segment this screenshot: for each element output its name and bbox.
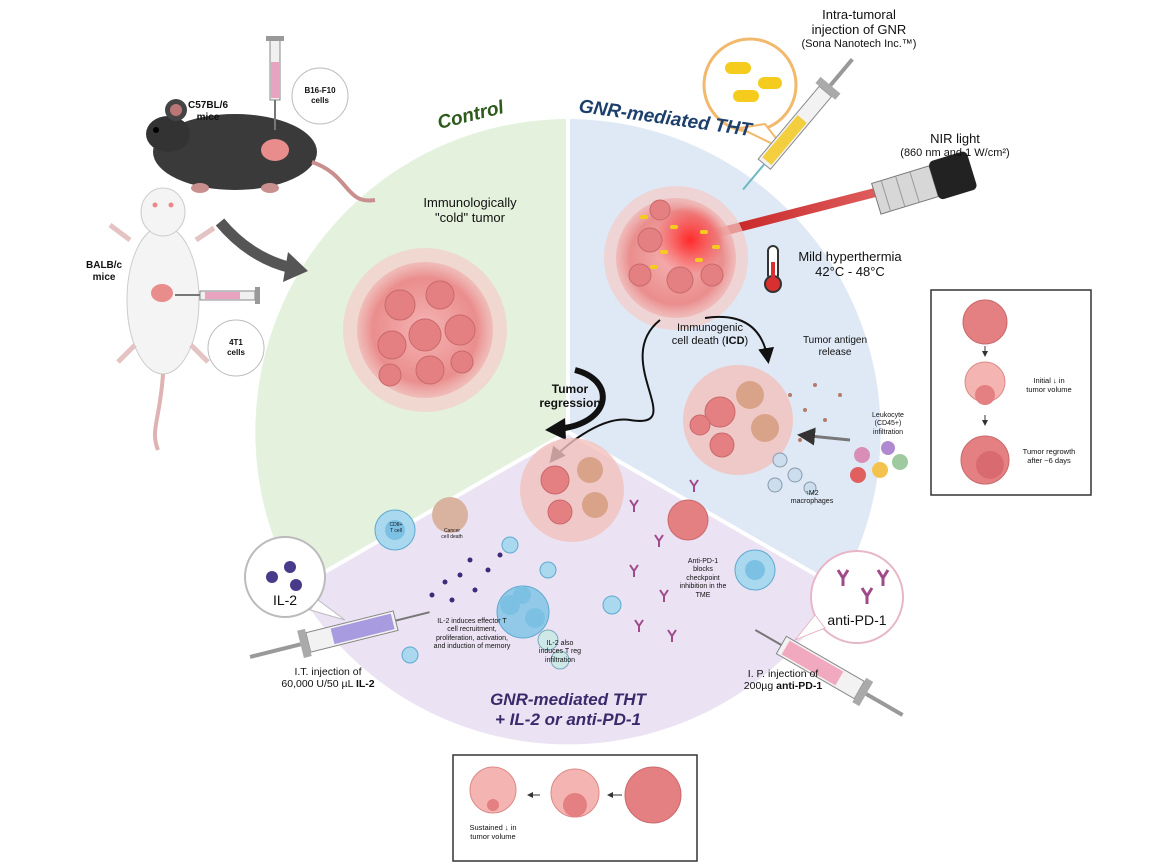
cold-tumor-icon: [343, 248, 507, 412]
regression-arrow-icon: [564, 367, 606, 431]
side-box-frame: [930, 289, 1092, 496]
gnr-syringe-icon: [742, 57, 854, 191]
t41-syringe-icon: [175, 287, 260, 304]
it-line1: I.T. injection of: [294, 666, 362, 678]
combo-title-line2: + IL-2 or anti-PD-1: [495, 709, 641, 729]
regression-line1: Tumor: [551, 382, 589, 396]
combo-tumor-icon: [520, 438, 624, 542]
antipd1-bubble-icon: [793, 550, 904, 644]
white-mouse-icon: [108, 187, 216, 451]
nir-line2: (860 nm and 1 W/cm²): [900, 146, 1010, 159]
m2-label: ↑M2 macrophages: [790, 490, 834, 506]
t41-cells-bubble: [207, 319, 265, 377]
t-cells-icon: [374, 497, 776, 670]
icd-arrow-icon: [704, 315, 774, 364]
ip-line2-bold: anti-PD-1: [776, 680, 823, 693]
antigen-line1: Tumor antigen: [802, 335, 868, 346]
antigen-release-tumor-icon: [683, 365, 908, 495]
antipd1-badge-label: anti-PD-1: [827, 612, 887, 628]
combo-title-line1: GNR-mediated THT: [490, 690, 646, 709]
4t1-cells-label: 4T1 cells: [227, 338, 245, 358]
it-line2-bold: IL-2: [355, 678, 375, 691]
balbc-mice-label: BALB/c mice: [86, 260, 123, 283]
heated-tumor-icon: [604, 186, 748, 330]
mice-arrow-icon: [215, 218, 294, 274]
il2-treg-label: IL-2 also induces T reg infiltration: [538, 640, 582, 664]
il2-particles-icon: [429, 552, 503, 603]
thermometer-icon: [764, 245, 782, 293]
icd-line2-bold: ICD: [725, 334, 745, 347]
icd-line1: Immunogenic: [676, 322, 744, 334]
hyperthermia-label: Mild hyperthermia 42°C - 48°C: [785, 249, 915, 280]
antipd1-syringe-icon: [754, 629, 904, 717]
cancer-death-label: Cancer cell death: [441, 528, 463, 540]
antigen-line2: release: [818, 346, 852, 358]
c57-mice-label: C57BL/6 mice: [188, 100, 229, 123]
il2-syringe-icon: [249, 610, 430, 659]
injection-line2: injection of GNR: [811, 21, 907, 37]
nir-line1: NIR light: [930, 131, 980, 146]
b16-cells-label: B16-F10 cells: [304, 86, 336, 106]
icd-line2-post: ): [744, 334, 749, 347]
antigen-release-label: Tumor antigen release: [790, 335, 880, 358]
sustained-decrease-label: Sustained ↓ in tumor volume: [469, 823, 517, 841]
gnr-bubble-icon: [702, 37, 798, 151]
ip-injection-label: I. P. injection of 200µg anti-PD-1: [728, 668, 838, 692]
regression-label: Tumor regression: [535, 382, 605, 411]
il2-bubble-icon: [244, 536, 346, 621]
leukocyte-label: Leukocyte (CD45+) infiltration: [872, 412, 904, 436]
b16-cells-bubble: [291, 67, 349, 125]
it-line2-pre: 60,000 U/50 µL: [281, 678, 356, 691]
injection-line3: (Sona Nanotech Inc.™): [801, 37, 917, 50]
it-injection-label: I.T. injection of 60,000 U/50 µL IL-2: [268, 666, 388, 690]
icd-label: Immunogenic cell death (ICD): [660, 322, 760, 347]
regrowth-label: Tumor regrowth after ~6 days: [1022, 447, 1076, 465]
combo-title: GNR-mediated THT + IL-2 or anti-PD-1: [468, 690, 668, 729]
ip-line1: I. P. injection of: [747, 668, 819, 680]
antibody-particles-icon: [629, 479, 699, 642]
injection-line1: Intra-tumoral: [822, 7, 896, 22]
side-box-tumors-icon: [960, 299, 1010, 485]
black-mouse-icon: [146, 99, 376, 203]
cold-tumor-line2: "cold" tumor: [435, 209, 505, 225]
gnr-injection-label: Intra-tumoral injection of GNR (Sona Nan…: [784, 7, 934, 51]
antipd1-note-label: Anti-PD-1 blocks checkpoint inhibition i…: [679, 558, 727, 599]
hyperthermia-line2: 42°C - 48°C: [815, 263, 885, 279]
hyperthermia-line1: Mild hyperthermia: [798, 249, 902, 264]
bottom-box-tumors-icon: [469, 766, 682, 824]
il2-badge-label: IL-2: [272, 592, 298, 608]
nir-label: NIR light (860 nm and 1 W/cm²): [880, 131, 1030, 160]
il2-effector-label: IL-2 induces effector T cell recruitment…: [433, 618, 511, 651]
initial-decrease-label: Initial ↓ in tumor volume: [1026, 376, 1072, 394]
icd-line2-pre: cell death (: [671, 334, 726, 347]
cd8-tcell-label: CD8+ T cell: [389, 522, 403, 534]
ip-line2-pre: 200µg: [743, 680, 777, 693]
b16-syringe-icon: [266, 36, 284, 130]
cold-tumor-label: Immunologically "cold" tumor: [405, 195, 535, 226]
regression-line2: regression: [539, 395, 601, 410]
cold-tumor-line1: Immunologically: [423, 195, 517, 210]
